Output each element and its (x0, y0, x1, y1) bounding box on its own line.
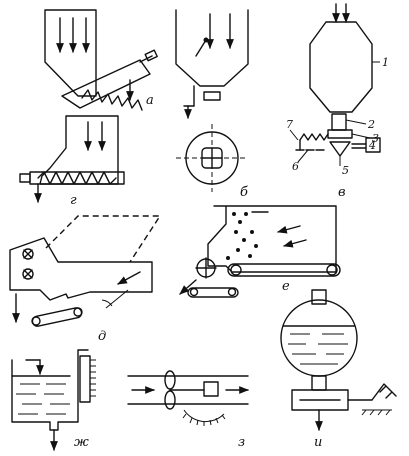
top-neck (311, 289, 327, 305)
callout-7: 7 (286, 118, 293, 131)
tank-outline (11, 349, 89, 431)
callout-4: 4 (368, 139, 376, 152)
panel-d-label: д (98, 329, 106, 344)
screw-flight (81, 89, 143, 111)
panel-z-label: з (238, 435, 245, 450)
panel-d-tilting-box: д (9, 215, 162, 344)
feed-box (203, 91, 221, 101)
valve-lever (371, 383, 397, 401)
part-2 (331, 113, 347, 131)
inclined-trough (61, 59, 151, 109)
panel-i-label: и (314, 435, 322, 450)
hopper-outline (39, 115, 119, 185)
part-5 (329, 141, 351, 157)
part-3 (327, 129, 353, 139)
panel-v-vibro-feeder: 1 2 3 5 4 7 6 в (286, 3, 389, 200)
panel-b-label: б (240, 185, 248, 200)
panel-e-label: е (282, 279, 290, 294)
panel-e-bin-conveyor: е (179, 205, 341, 298)
conveyor-belt (227, 263, 341, 277)
hopper-outline (175, 9, 249, 87)
panel-g-label: г (70, 193, 77, 208)
hopper-outline (44, 9, 97, 97)
panel-a-inclined-screw: а (44, 9, 158, 111)
box-outline (9, 237, 153, 301)
callout-6: 6 (292, 160, 299, 173)
panel-g-horizontal-screw: г (19, 115, 125, 208)
callout-1: 1 (382, 56, 389, 69)
panel-i-spherical-vessel: и (280, 289, 397, 450)
sphere (280, 299, 358, 377)
panel-zh-overflow-tank: ж (11, 349, 96, 451)
spring-7 (299, 133, 329, 141)
tilted-position (45, 215, 162, 263)
callout-5: 5 (342, 164, 349, 177)
panel-z-pipe-fan: з (127, 370, 249, 450)
panel-b-disk-feeder: б (175, 9, 249, 200)
callout-2: 2 (367, 118, 375, 131)
drive-box (203, 381, 219, 397)
panel-a-label: а (146, 93, 154, 108)
bin-1 (309, 21, 373, 113)
lower-belt (187, 287, 239, 298)
screw-flight (37, 171, 117, 185)
panel-zh-label: ж (74, 435, 89, 450)
bin-outline (207, 205, 337, 273)
comb-element (79, 355, 91, 403)
panel-v-label: в (338, 185, 346, 200)
part-4 (365, 137, 381, 153)
